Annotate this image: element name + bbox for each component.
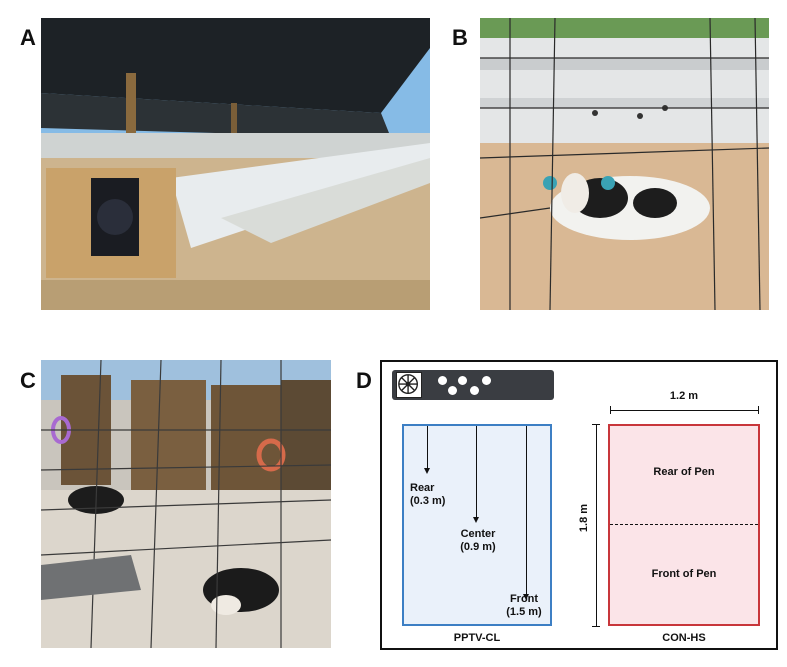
pen-con-hs-caption: CON-HS xyxy=(662,632,706,644)
panel-label-d: D xyxy=(356,368,372,393)
arrow-head-rear xyxy=(424,468,430,474)
arrow-head-front xyxy=(523,594,529,600)
length-dimension-tick xyxy=(592,626,600,627)
length-dimension-tick xyxy=(592,424,600,425)
length-dimension-line xyxy=(596,424,597,626)
front-of-pen-label: Front of Pen xyxy=(651,568,717,580)
length-dimension-label: 1.8 m xyxy=(578,503,591,533)
photo-calf-pen-tube xyxy=(480,18,769,310)
duct-hole xyxy=(458,376,467,385)
rear-of-pen-label: Rear of Pen xyxy=(653,466,715,478)
arrow-front xyxy=(526,426,527,594)
width-dimension-line xyxy=(610,410,758,411)
duct-hole xyxy=(438,376,447,385)
duct-hole xyxy=(470,386,479,395)
width-dimension-tick xyxy=(610,406,611,414)
pen-layout-diagram: Rear (0.3 m) Center (0.9 m) Front (1.5 m… xyxy=(380,360,778,650)
arrow-rear xyxy=(427,426,428,468)
arrow-center xyxy=(476,426,477,517)
pen-pptv-cl: Rear (0.3 m) Center (0.9 m) Front (1.5 m… xyxy=(402,424,552,626)
point-center-label: Center (0.9 m) xyxy=(460,528,496,553)
panel-label-b: B xyxy=(452,25,468,50)
point-front-label: Front (1.5 m) xyxy=(506,593,542,618)
ventilation-duct xyxy=(392,370,554,400)
panel-label-a: A xyxy=(20,25,36,50)
photo-hutch-row xyxy=(41,18,430,310)
photo-wire-pens xyxy=(41,360,331,648)
point-rear-label: Rear (0.3 m) xyxy=(410,482,446,507)
panel-label-c: C xyxy=(20,368,36,393)
width-dimension-label: 1.2 m xyxy=(669,390,699,402)
width-dimension-tick xyxy=(758,406,759,414)
pen-con-hs: Rear of Pen Front of Pen xyxy=(608,424,760,626)
pen-pptv-cl-caption: PPTV-CL xyxy=(453,632,501,644)
fan-icon xyxy=(396,372,422,398)
pen-midline xyxy=(610,524,758,525)
duct-hole xyxy=(482,376,491,385)
arrow-head-center xyxy=(473,517,479,523)
duct-hole xyxy=(448,386,457,395)
